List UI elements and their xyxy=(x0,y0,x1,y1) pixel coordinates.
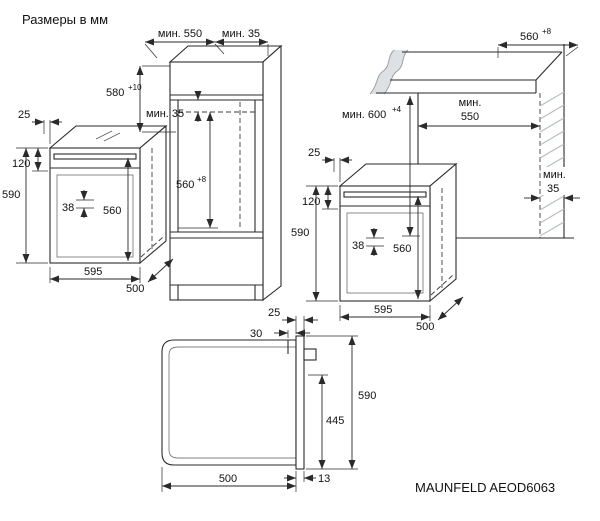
left-oven-drawing xyxy=(48,124,168,265)
dim-min-35-value: 35 xyxy=(547,183,559,195)
right-diagram-dimensions: 560 +8 мин. 600 +4 мин. 550 мин. 35 25 1… xyxy=(291,27,580,333)
dim-25: 25 xyxy=(18,109,30,121)
dim-min-600: мин. 600 xyxy=(342,109,386,121)
left-diagram-dimensions: мин. 550 мин. 35 580 +10 мин. 35 560 +8 … xyxy=(2,28,269,295)
dim-595: 595 xyxy=(84,266,102,278)
tall-cabinet-drawing xyxy=(168,44,283,302)
dim-580: 580 xyxy=(106,87,124,99)
wall-hatching xyxy=(539,91,565,237)
dim-min-550: мин. 550 xyxy=(158,28,202,40)
dim-min-35-word: мин. xyxy=(543,169,566,181)
dim-25: 25 xyxy=(308,147,320,159)
dim-30: 30 xyxy=(250,328,262,340)
dim-560-niche: 560 xyxy=(176,179,194,191)
dim-120: 120 xyxy=(302,196,320,208)
dim-445: 445 xyxy=(326,415,344,427)
page-title: Размеры в мм xyxy=(22,12,108,27)
top-view-drawing xyxy=(161,335,317,470)
dim-590: 590 xyxy=(291,227,309,239)
model-label: MAUNFELD AEOD6063 xyxy=(415,480,555,495)
dim-580-tol: +10 xyxy=(128,83,142,92)
dim-590: 590 xyxy=(2,189,20,201)
dim-min-35-top: мин. 35 xyxy=(222,28,260,40)
dim-560-niche-tol: +8 xyxy=(197,175,207,184)
dim-500: 500 xyxy=(126,283,144,295)
right-oven-drawing xyxy=(338,162,458,303)
dim-120: 120 xyxy=(12,158,30,170)
dim-min-600-tol: +4 xyxy=(392,105,402,114)
dim-25: 25 xyxy=(268,307,280,319)
dim-38: 38 xyxy=(352,240,364,252)
door-hinge-detail xyxy=(303,348,317,361)
top-view-dimensions: 25 30 590 445 13 500 xyxy=(161,307,376,492)
oven-door-top-view xyxy=(295,335,305,470)
dim-500: 500 xyxy=(219,473,237,485)
dim-min-550-word: мин. xyxy=(459,97,482,109)
dim-560-top: 560 xyxy=(520,31,538,43)
dim-13: 13 xyxy=(318,473,330,485)
dim-560-top-tol: +8 xyxy=(542,27,552,36)
dim-560-door: 560 xyxy=(103,205,121,217)
oven-handle xyxy=(53,153,137,160)
dim-595: 595 xyxy=(374,304,392,316)
dim-500: 500 xyxy=(416,321,434,333)
dim-min-550-value: 550 xyxy=(461,111,479,123)
dim-590: 590 xyxy=(358,390,376,402)
dim-560-door: 560 xyxy=(393,243,411,255)
dim-min-35-inner: мин. 35 xyxy=(146,108,184,120)
oven-handle xyxy=(343,191,427,198)
worktop-niche-drawing xyxy=(369,44,574,239)
dim-38: 38 xyxy=(62,202,74,214)
